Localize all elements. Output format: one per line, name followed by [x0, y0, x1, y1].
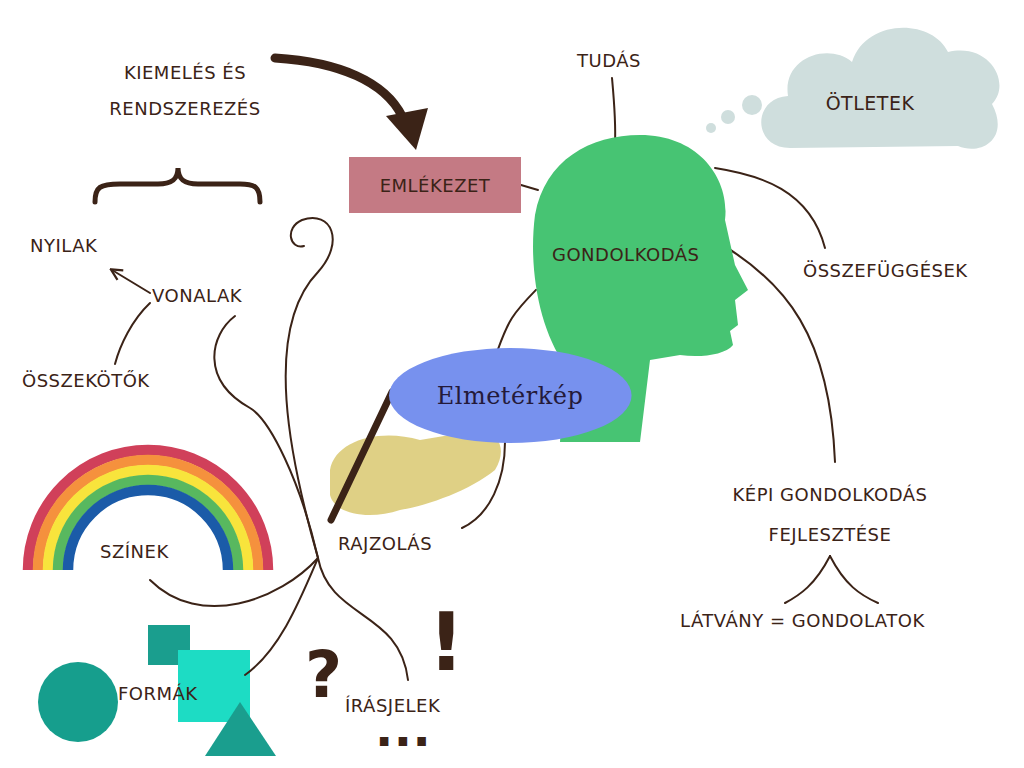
branch-label: RAJZOLÁS — [338, 533, 432, 555]
curly-brace — [95, 168, 260, 202]
central-ellipse: Elmetérkép — [388, 347, 633, 444]
thought-bubbles — [706, 95, 762, 133]
memory-box: EMLÉKEZET — [349, 157, 521, 213]
branch-label: LÁTVÁNY = GONDOLATOK — [680, 610, 925, 632]
branch-label: FORMÁK — [118, 683, 198, 705]
pen — [331, 392, 392, 520]
idea-cloud-outline — [750, 15, 1012, 155]
rainbow — [28, 450, 268, 570]
connector-line — [498, 290, 536, 350]
shapes-figure — [38, 625, 276, 756]
node-text: GONDOLKODÁS — [552, 244, 699, 265]
node-text: EMLÉKEZET — [380, 175, 491, 196]
node-text: Elmetérkép — [437, 382, 584, 410]
branch-label: TUDÁS — [577, 50, 641, 72]
punctuation-mark: ? — [305, 643, 343, 707]
punctuation-mark: ... — [375, 705, 431, 753]
connector-line — [521, 185, 538, 190]
branch-label: VONALAK — [152, 285, 242, 307]
idea-cloud: ÖTLETEK — [750, 15, 1012, 155]
punctuation-mark: ! — [428, 603, 465, 683]
branch-label: ÖSSZEKÖTŐK — [22, 370, 150, 392]
shape-fill — [761, 28, 999, 149]
branch-label: SZÍNEK — [100, 541, 169, 563]
branch-label: KIEMELÉS ÉS RENDSZEREZÉS — [85, 55, 285, 127]
branch-label: NYILAK — [30, 235, 97, 257]
big-arrow — [275, 58, 428, 150]
leader-lines — [112, 78, 878, 680]
node-text: ÖTLETEK — [826, 92, 915, 114]
branch-label: ÖSSZEFÜGGÉSEK — [803, 260, 968, 282]
branch-label: KÉPI GONDOLKODÁS FEJLESZTÉSE — [700, 475, 960, 555]
ellipse-fill — [389, 348, 632, 443]
